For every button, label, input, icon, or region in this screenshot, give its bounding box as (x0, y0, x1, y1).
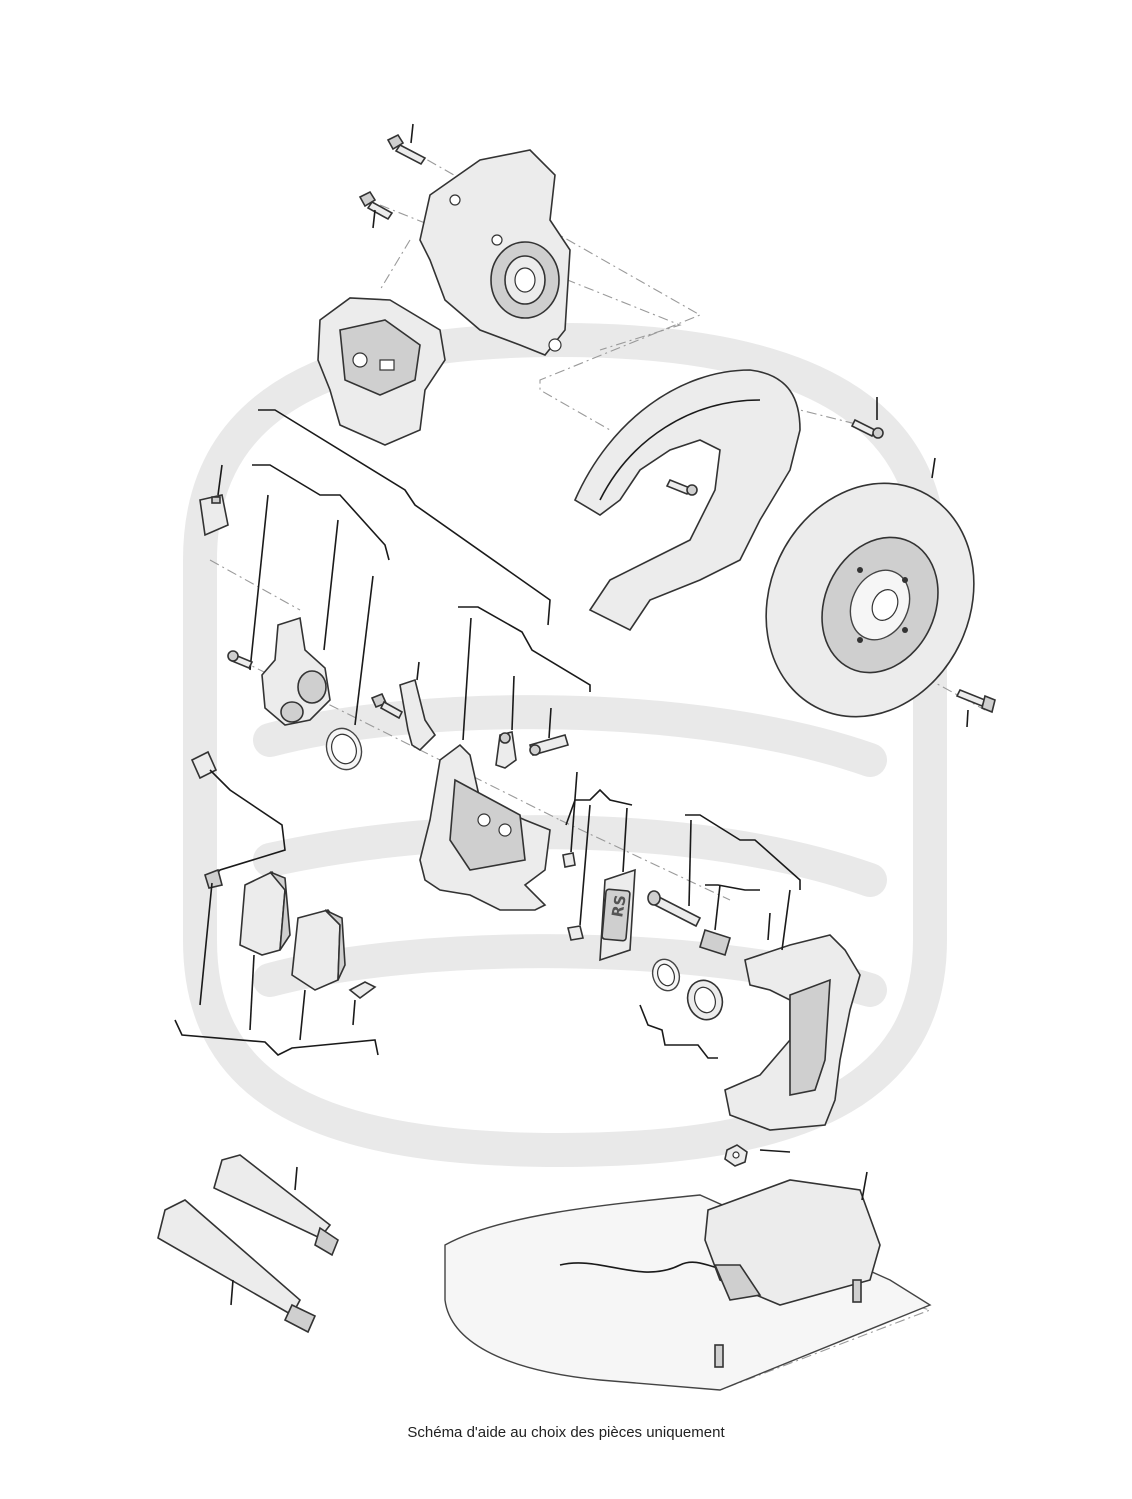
brake-pad-outer (239, 870, 291, 1031)
grease-tube-upper (213, 1154, 339, 1257)
wheel-hub-knuckle (419, 149, 571, 356)
guide-seal-left (651, 958, 681, 992)
brake-dust-shield (573, 369, 801, 632)
wear-sensor-connector (199, 464, 229, 537)
spring-clip-lower (567, 804, 591, 941)
spring-clip-upper (562, 771, 578, 868)
group-leader-lines (174, 409, 801, 1059)
control-unit-nut (724, 1144, 791, 1167)
parking-brake-motor (249, 494, 331, 726)
rs-badge: RS (608, 894, 630, 919)
diagram-caption: Schéma d'aide au choix des pièces unique… (407, 1424, 725, 1441)
bleeder-cap (495, 675, 517, 769)
pad-heat-shield: RS (599, 807, 636, 962)
control-unit-stud-2 (852, 1279, 862, 1303)
pad-spring (348, 981, 377, 1026)
caliper-carrier (724, 889, 861, 1131)
leader-motor (323, 519, 339, 651)
bleeder-bracket (399, 661, 437, 752)
hub-bolt-2 (358, 190, 394, 229)
wear-sensor-wire (190, 750, 286, 1006)
shield-screw-right (850, 397, 884, 439)
motor-bolt (227, 650, 254, 670)
guide-seal-right (686, 979, 724, 1021)
brake-pad-inner (291, 909, 346, 1041)
disc-screw (955, 688, 996, 728)
bleeder-screw (529, 707, 569, 756)
hub-bolt-1 (386, 123, 427, 166)
shield-bolt (665, 478, 698, 496)
grease-tube-lower (157, 1199, 317, 1334)
caliper-housing (419, 617, 551, 911)
brake-caliper (317, 297, 446, 446)
control-unit (704, 1171, 881, 1306)
control-unit-stud-1 (714, 1344, 724, 1368)
o-ring (325, 575, 374, 771)
guide-bushing (699, 884, 731, 957)
guide-pin (647, 819, 702, 928)
caliper-bolt-small (370, 692, 404, 720)
brake-disc (765, 457, 975, 718)
